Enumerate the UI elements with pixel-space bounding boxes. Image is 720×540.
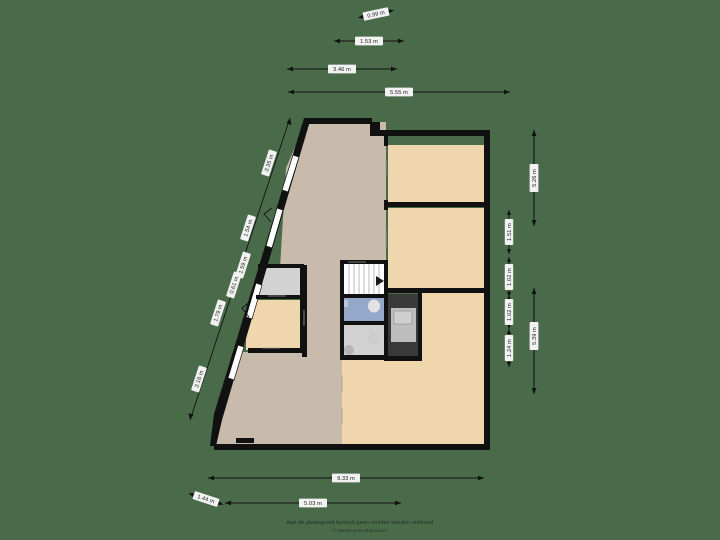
dim-right-5-26: 5.26 m — [529, 130, 539, 226]
dim-right-1-51: 1.51 m — [504, 210, 514, 254]
dim-top-5-55: 5.55 m — [288, 87, 510, 97]
dim-label: 1.44 m — [196, 494, 215, 505]
window-4-icon — [227, 344, 245, 381]
dim-label: 9.33 m — [337, 476, 355, 482]
wall-bottom-notch — [236, 438, 254, 443]
dim-bottom-5-03: 5.03 m — [225, 498, 401, 508]
room-fills — [216, 122, 484, 448]
dim-left-3-16: 3.16 m — [191, 365, 207, 393]
dimensions-top: 0.99 m 1.53 m 3.46 m — [287, 7, 510, 97]
dim-left-1-59: 1.59 m — [235, 251, 251, 279]
wall-hall-right-upper — [384, 130, 388, 146]
shower-drain-icon — [344, 345, 354, 355]
footer-line-1: Aan de plattegrond kunnen geen rechten w… — [286, 519, 434, 526]
dim-label: 1.51 m — [507, 223, 513, 241]
dim-right-1-02-b: 1.02 m — [504, 295, 514, 329]
sink-icon — [368, 331, 380, 345]
wall-wc-bottom — [340, 355, 388, 360]
wall-shaft-bottom — [384, 356, 422, 361]
window-2-icon — [265, 207, 284, 249]
dim-label: 1.53 m — [360, 39, 378, 45]
dim-label: 5.55 m — [390, 90, 408, 96]
dim-top-1-53: 1.53 m — [334, 36, 404, 46]
dim-left-0-61: 0.61 m — [226, 271, 242, 299]
fixtures — [344, 263, 384, 355]
dim-top-0-99: 0.99 m — [358, 7, 394, 21]
room-lower-right-large — [342, 292, 484, 448]
window-3-icon — [245, 282, 263, 320]
door-swing-lower-icon — [241, 300, 252, 318]
stair-direction-arrow-icon — [376, 276, 384, 286]
dim-label: 0.99 m — [367, 10, 386, 20]
dim-label: 3.35 m — [264, 154, 275, 173]
door-openings — [262, 160, 387, 424]
wall-stairs-right — [384, 260, 388, 360]
dim-left-1-54: 1.54 m — [240, 214, 256, 242]
wall-shaft-right — [418, 292, 422, 360]
dim-label: 1.54 m — [243, 219, 254, 238]
dim-bottom-1-44: 1.44 m — [188, 491, 224, 507]
wall-right-outer — [484, 130, 490, 450]
walls — [210, 118, 490, 450]
room-upper-right-1 — [388, 145, 484, 204]
dim-bottom-9-33: 9.33 m — [208, 473, 484, 483]
wall-bottom-outer — [214, 444, 490, 450]
room-left-small-grey — [258, 268, 302, 296]
room-left-small-beige — [246, 300, 302, 350]
wall-top-outer — [376, 130, 490, 136]
dim-label: 1.02 m — [507, 268, 513, 286]
room-left-lower-large — [216, 352, 308, 446]
wall-small-div-2 — [248, 348, 304, 353]
wall-top-step — [370, 122, 380, 136]
room-bathroom — [344, 297, 386, 323]
footer-line-2: © Meten weet Makelaars — [332, 527, 388, 533]
dim-label: 5.03 m — [304, 501, 322, 507]
dim-label: 1.24 m — [507, 339, 513, 357]
dim-label: 3.16 m — [194, 370, 205, 389]
room-hall-upper — [280, 122, 386, 300]
door-swing-upper-icon — [263, 207, 273, 223]
dim-right-1-24: 1.24 m — [504, 329, 514, 367]
window-1-icon — [281, 154, 300, 193]
dimensions-right-outer: 5.26 m 5.39 m — [529, 130, 539, 394]
dim-right-5-39: 5.39 m — [529, 288, 539, 394]
dimensions-bottom: 9.33 m 1.44 m 5.03 m — [188, 473, 484, 508]
dim-left-3-35: 3.35 m — [261, 149, 277, 177]
shaft-closet-detail — [393, 310, 413, 325]
dimensions-right-inner: 1.51 m 1.02 m 1.02 m — [504, 210, 514, 367]
footer-disclaimer: Aan de plattegrond kunnen geen rechten w… — [0, 519, 720, 534]
wall-top-left-seg — [304, 118, 372, 124]
dim-label: 1.02 m — [507, 303, 513, 321]
room-hall-lower — [306, 268, 342, 446]
wall-small-rooms-right — [300, 265, 305, 353]
dim-top-3-46: 3.46 m — [287, 64, 397, 74]
dimensions-left-diagonal: 3.35 m 1.54 m 1.59 m 0.61 m 1.79 m 3.16 … — [188, 117, 292, 421]
wall-right-div-2 — [384, 288, 486, 293]
door-swings — [241, 207, 273, 318]
bathroom-edge-fixture — [344, 300, 348, 307]
wall-stairs-left — [340, 260, 344, 360]
wall-small-div-1 — [256, 295, 304, 299]
dim-label: 5.39 m — [532, 327, 538, 345]
wall-right-div-1 — [384, 202, 486, 207]
wall-bath-bottom — [342, 321, 388, 325]
wall-small-left-top — [258, 264, 304, 268]
dim-right-1-02-a: 1.02 m — [504, 257, 514, 297]
toilet-icon — [368, 299, 380, 313]
dim-label: 1.59 m — [238, 256, 249, 275]
windows-diagonal — [227, 154, 300, 381]
wall-bath-top — [342, 294, 388, 298]
dim-label: 5.26 m — [532, 169, 538, 187]
dim-left-1-79: 1.79 m — [210, 299, 226, 327]
room-upper-right-2 — [388, 208, 484, 290]
dim-label: 3.46 m — [333, 67, 351, 73]
dim-label: 1.79 m — [213, 304, 224, 323]
dim-label: 0.61 m — [229, 276, 240, 295]
